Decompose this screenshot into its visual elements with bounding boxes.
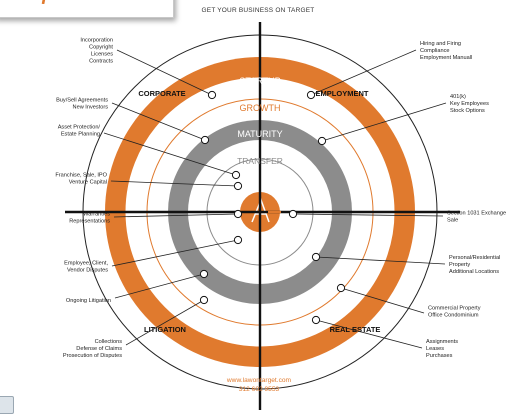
quadrant-label-corporate: CORPORATE [138,89,185,98]
callout-line: Hiring and Firing [420,41,461,47]
callout-line: Commercial Property [428,306,481,312]
callout-line: Venture Capital [69,180,107,186]
callout-line: Sale [447,218,458,224]
target-marker-personal-residential [311,252,321,262]
callout-ongoing-litigation: Ongoing Litigation [66,298,111,304]
callout-line: Office Condominium [428,313,479,319]
leader-line-collections [125,299,205,346]
callout-line: Prosecution of Disputes [63,353,122,359]
callout-line: 401(k) [450,94,466,100]
callout-line: Stock Options [450,108,485,114]
phone-number: 312 602 9553 [238,386,280,393]
target-marker-ongoing-litigation [199,269,209,279]
leader-line-franchise [110,180,239,187]
callout-line: Compliance [420,48,450,54]
callout-asset-protection: Asset Protection/Estate Planning [58,125,101,138]
callout-line: Property [449,262,470,268]
callout-line: Copyright [89,45,113,51]
callout-line: Asset Protection/ [58,125,101,131]
leader-line-incorporation [116,49,213,96]
callout-line: New Investors [73,105,109,111]
callout-line: Personal/Residential [449,255,500,261]
leader-line-buy-sell [111,102,206,141]
callout-line: Franchise, Sale, IPO [55,173,107,179]
footer: www.lawontarget.com 312 602 9553 [0,376,518,394]
target-marker-warranties [233,209,243,219]
leader-line-commercial [340,287,425,314]
ring-label-maturity: MATURITY [237,129,282,139]
ring-label-growth: GROWTH [240,103,281,113]
target-marker-asset-protection [231,170,241,180]
callout-line: Section 1031 Exchange [447,211,506,217]
callout-line: Ongoing Litigation [66,298,111,304]
leader-line-section-1031 [292,213,444,217]
target-marker-collections [199,295,209,305]
callout-line: Vendor Disputes [67,268,108,274]
target-marker-incorporation [207,90,217,100]
callout-line: Key Employees [450,101,489,107]
callout-line: Estate Planning [61,132,100,138]
callout-line: Assignments [426,339,458,345]
callout-line: Warranties [83,212,110,218]
target-marker-assignments [311,315,321,325]
quadrant-label-real-estate: REAL ESTATE [330,325,381,334]
logo-card [0,0,174,18]
target-marker-disputes [233,235,243,245]
callout-line: Employment Manuall [420,55,472,61]
leader-line-asset-protection [103,132,237,176]
quadrant-label-litigation: LITIGATION [144,325,186,334]
callout-line: Collections [95,339,123,345]
callout-line: Purchases [426,353,453,359]
ring-label-transfer: TRANSFER [237,156,283,166]
leader-line-warranties [113,213,239,218]
leader-line-401k [321,102,447,142]
target-marker-hiring [306,90,316,100]
leader-line-assignments [315,319,423,349]
website-link[interactable]: www.lawontarget.com [226,377,292,384]
thumbnail-icon [0,396,14,414]
target-marker-401k [317,136,327,146]
leader-line-disputes [111,239,239,267]
callout-line: Employee, Client, [64,261,108,267]
target-marker-commercial [336,283,346,293]
callout-line: Defense of Claims [76,346,122,352]
target-marker-franchise [233,181,243,191]
callout-line: Leases [426,346,444,352]
quadrant-label-employment: EMPLOYMENT [316,89,369,98]
leader-line-personal-residential [315,256,446,265]
page-title: GET YOUR BUSINESS ON TARGET [201,7,315,14]
leader-line-ongoing-litigation [114,273,205,299]
target-marker-buy-sell [200,135,210,145]
callout-line: Representations [69,219,110,225]
target-marker-section-1031 [288,209,298,219]
callout-line: Additional Locations [449,269,499,275]
callout-line: Buy/Sell Agreements [56,98,108,104]
callout-line: Incorporation [80,38,113,44]
ring-label-startup: STARTUP [239,76,280,86]
callout-line: Contracts [89,59,113,65]
leader-line-hiring [310,49,417,96]
callout-line: Licenses [91,52,113,58]
callout-disputes: Employee, Client,Vendor Disputes [64,261,108,274]
